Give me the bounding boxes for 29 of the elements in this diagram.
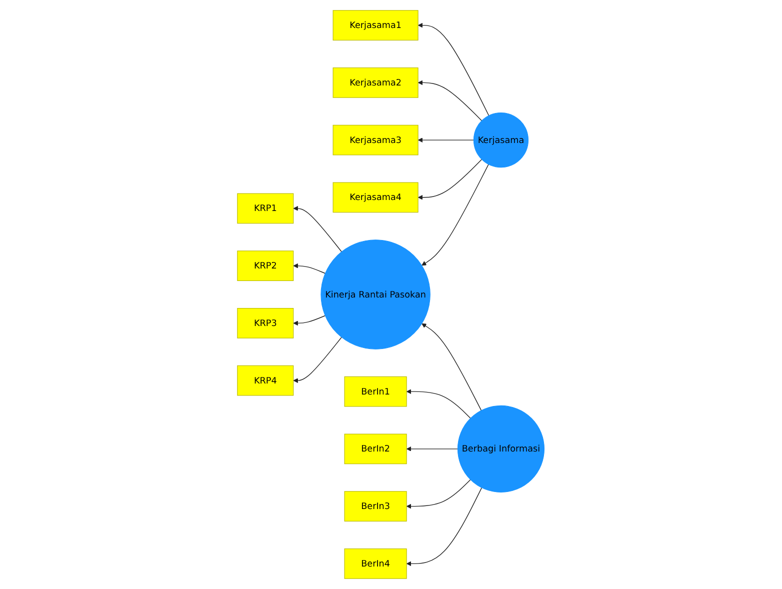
node-box: BerIn4 bbox=[344, 548, 407, 579]
arrow bbox=[418, 159, 482, 200]
node-box: BerIn2 bbox=[344, 434, 407, 464]
node-box: KRP2 bbox=[237, 250, 294, 281]
arrow bbox=[293, 263, 326, 274]
arrow bbox=[293, 206, 342, 252]
node-circle: Kinerja Rantai Pasokan bbox=[320, 240, 431, 350]
arrow bbox=[406, 479, 472, 509]
node-box: BerIn1 bbox=[344, 376, 407, 407]
node-circle: Berbagi Informasi bbox=[458, 405, 545, 492]
arrow bbox=[422, 323, 482, 411]
node-box: KRP3 bbox=[237, 308, 294, 338]
node-box: BerIn3 bbox=[344, 491, 407, 522]
arrow bbox=[293, 336, 342, 383]
arrow bbox=[422, 164, 490, 266]
arrow bbox=[406, 389, 472, 419]
arrow bbox=[418, 138, 474, 142]
node-box: KRP1 bbox=[237, 193, 294, 224]
arrow bbox=[406, 487, 482, 566]
node-box: Kerjasama2 bbox=[332, 68, 418, 98]
arrow bbox=[293, 315, 326, 326]
node-box: Kerjasama1 bbox=[332, 10, 418, 40]
node-box: Kerjasama3 bbox=[332, 124, 418, 156]
node-box: KRP4 bbox=[237, 365, 294, 396]
arrow bbox=[418, 80, 482, 122]
node-circle: Kerjasama bbox=[474, 112, 529, 168]
node-box: Kerjasama4 bbox=[332, 182, 418, 213]
arrow bbox=[406, 446, 458, 452]
arrow bbox=[418, 22, 490, 116]
